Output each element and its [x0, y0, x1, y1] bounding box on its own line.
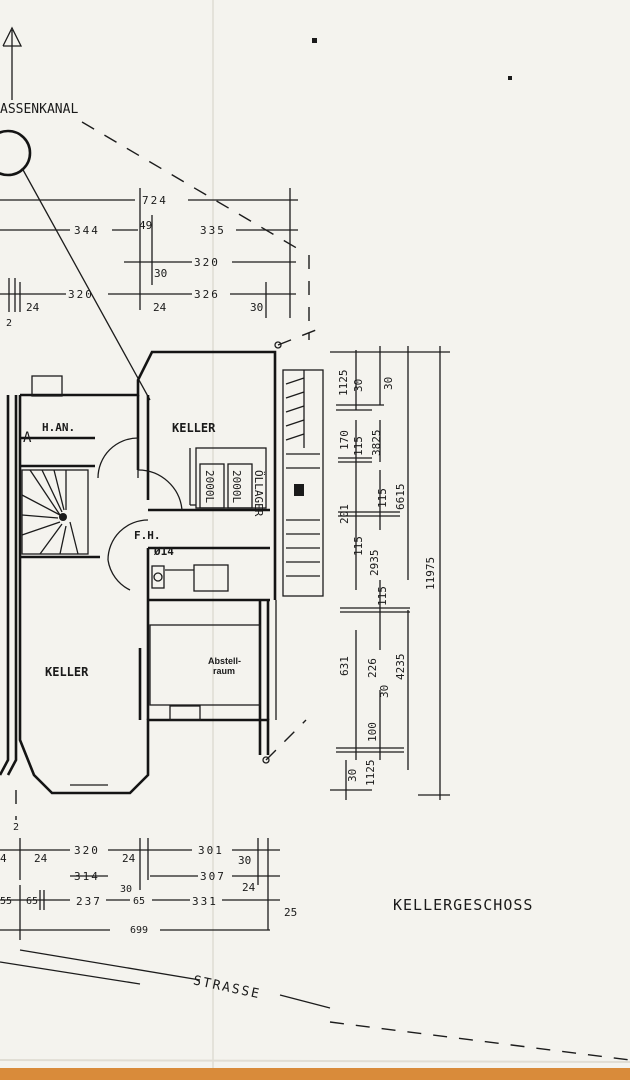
- svg-text:65: 65: [26, 896, 38, 907]
- svg-text:307: 307: [200, 870, 226, 883]
- table-edge-strip: [0, 1068, 630, 1080]
- abstellraum-label-2: raum: [213, 666, 235, 676]
- svg-text:170: 170: [338, 430, 351, 450]
- stray-ink-mark: [312, 38, 317, 43]
- svg-text:24: 24: [153, 301, 167, 314]
- right-dimension-labels: 1125 30 30 170 115 3825 6615 201 115 115…: [337, 370, 437, 787]
- svg-text:115: 115: [376, 586, 389, 606]
- svg-text:320: 320: [194, 256, 220, 269]
- manhole-circle-icon: [0, 129, 32, 177]
- svg-text:30: 30: [238, 854, 251, 867]
- drawing-title: KELLERGESCHOSS: [393, 896, 533, 914]
- tank-2-label: 2000L: [230, 470, 243, 503]
- door-swings: [97, 437, 183, 591]
- svg-text:25: 25: [284, 906, 297, 919]
- svg-text:11975: 11975: [424, 557, 437, 590]
- stair-treads: [21, 469, 89, 555]
- svg-text:631: 631: [338, 656, 351, 676]
- svg-text:3825: 3825: [370, 430, 383, 457]
- svg-text:4: 4: [0, 852, 7, 865]
- svg-text:4235: 4235: [394, 654, 407, 681]
- svg-text:55: 55: [0, 896, 12, 907]
- svg-text:201: 201: [338, 504, 351, 524]
- paper-fold-line: [0, 1059, 630, 1063]
- svg-text:49: 49: [139, 219, 152, 232]
- top-dimensions: 724 344 49 335 320 30 320 326 24 30 24 2: [0, 188, 310, 340]
- svg-text:2935: 2935: [368, 550, 381, 577]
- exterior-stairs: [262, 329, 324, 764]
- svg-text:30: 30: [352, 379, 365, 392]
- stray-ink-mark: [508, 76, 512, 80]
- oil-tank-room: [189, 447, 267, 509]
- a-mark-label: A: [23, 430, 32, 446]
- svg-text:24: 24: [26, 301, 40, 314]
- svg-text:2: 2: [6, 318, 12, 329]
- svg-text:24: 24: [122, 852, 136, 865]
- sewer-line: [81, 121, 301, 251]
- keller-top-label: KELLER: [172, 421, 216, 435]
- svg-text:30: 30: [346, 769, 359, 782]
- building-walls: [0, 350, 277, 795]
- svg-text:1125: 1125: [337, 370, 350, 397]
- sewer-line: [21, 167, 151, 401]
- diameter-label: Ø14: [153, 545, 174, 558]
- street-lines: [0, 949, 630, 1061]
- strasse-label: STRASSE: [192, 973, 262, 1002]
- svg-text:115: 115: [352, 436, 365, 456]
- svg-text:2: 2: [13, 822, 19, 833]
- fh-label: F.H.: [134, 529, 161, 542]
- svg-text:1125: 1125: [364, 760, 377, 787]
- kanal-label: ASSENKANAL: [0, 102, 78, 117]
- han-label: H.AN.: [42, 421, 75, 434]
- svg-text:24: 24: [34, 852, 48, 865]
- svg-text:226: 226: [366, 658, 379, 678]
- svg-text:699: 699: [130, 925, 148, 936]
- svg-text:301: 301: [198, 844, 224, 857]
- tank-1-label: 2000L: [203, 470, 216, 503]
- north-arrow-icon: [2, 26, 23, 100]
- right-dimensions: [330, 346, 450, 800]
- svg-text:6615: 6615: [394, 484, 407, 511]
- svg-text:30: 30: [250, 301, 263, 314]
- bottom-dimensions: 2 4 24 320 24 301 30 314 307 24 55 65 23…: [0, 790, 297, 940]
- svg-text:24: 24: [242, 881, 256, 894]
- svg-text:314: 314: [74, 870, 100, 883]
- svg-text:320: 320: [74, 844, 100, 857]
- svg-text:115: 115: [352, 536, 365, 556]
- svg-text:724: 724: [142, 194, 168, 207]
- svg-text:335: 335: [200, 224, 226, 237]
- keller-left-label: KELLER: [45, 665, 89, 679]
- svg-text:237: 237: [76, 895, 102, 908]
- svg-text:344: 344: [74, 224, 100, 237]
- svg-text:30: 30: [382, 377, 395, 390]
- boiler-fixtures: [149, 564, 261, 706]
- svg-text:331: 331: [192, 895, 218, 908]
- svg-text:326: 326: [194, 288, 220, 301]
- abstellraum-label-1: Abstell-: [208, 656, 241, 666]
- svg-text:100: 100: [366, 722, 379, 742]
- svg-text:115: 115: [376, 488, 389, 508]
- oellager-label: ÖLLAGER: [252, 470, 265, 517]
- svg-text:30: 30: [154, 267, 167, 280]
- svg-text:320: 320: [68, 288, 94, 301]
- svg-text:30: 30: [120, 884, 132, 895]
- svg-text:30: 30: [378, 685, 391, 698]
- svg-text:65: 65: [133, 896, 145, 907]
